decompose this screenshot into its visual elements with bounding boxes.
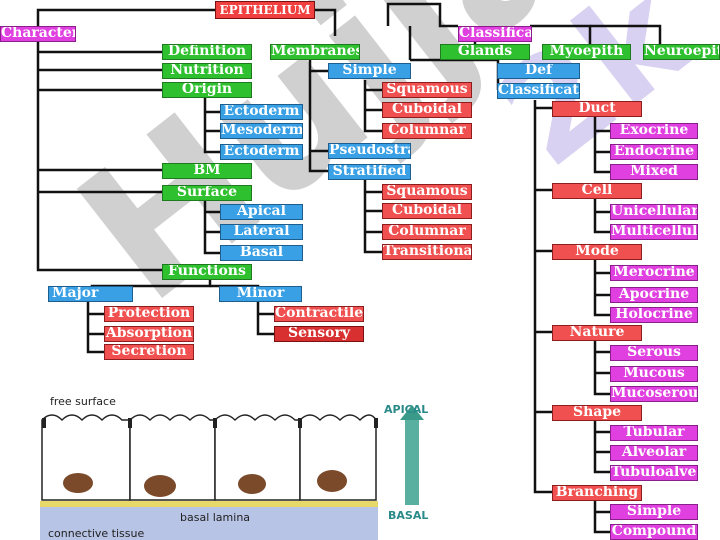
node-compound[interactable]: Compound <box>610 524 698 540</box>
node-classification[interactable]: Classificati <box>497 83 580 99</box>
node-mixed[interactable]: Mixed <box>610 164 698 180</box>
node-bm[interactable]: BM <box>162 163 252 179</box>
node-nature[interactable]: Nature <box>552 325 642 341</box>
node-ectoderm-2[interactable]: Ectoderm <box>220 144 303 160</box>
node-endocrine[interactable]: Endocrine <box>610 144 698 160</box>
node-cuboidal-1[interactable]: Cuboidal <box>382 102 472 118</box>
node-squamous-2[interactable]: Squamous <box>382 184 472 200</box>
node-functions[interactable]: Functions <box>162 264 252 280</box>
node-def[interactable]: Def <box>497 63 580 79</box>
node-multicellular[interactable]: Multicellula <box>610 224 698 240</box>
node-transitional[interactable]: Transitiona <box>382 244 472 260</box>
node-membranes[interactable]: Membranes <box>270 44 360 60</box>
label-free-surface: free surface <box>50 395 116 408</box>
node-glands[interactable]: Glands <box>440 44 530 60</box>
node-apical[interactable]: Apical <box>220 204 303 220</box>
node-serous[interactable]: Serous <box>610 345 698 361</box>
node-secretion[interactable]: Secretion <box>104 344 194 360</box>
node-alveolar[interactable]: Alveolar <box>610 445 698 461</box>
node-myoepith[interactable]: Myoepith <box>542 44 631 60</box>
node-shape[interactable]: Shape <box>552 405 642 421</box>
node-cuboidal-2[interactable]: Cuboidal <box>382 203 472 219</box>
node-mucous[interactable]: Mucous <box>610 366 698 382</box>
node-origin[interactable]: Origin <box>162 82 252 98</box>
label-basal-arrow: BASAL <box>388 509 429 522</box>
node-major[interactable]: Major <box>48 286 133 302</box>
node-surface[interactable]: Surface <box>162 185 252 201</box>
node-contractile[interactable]: Contractile <box>274 306 364 322</box>
node-definition[interactable]: Definition <box>162 44 252 60</box>
node-characteristics[interactable]: Characteri <box>0 26 76 42</box>
node-merocrine[interactable]: Merocrine <box>610 265 698 281</box>
node-branching[interactable]: Branching <box>552 485 642 501</box>
node-ectoderm-1[interactable]: Ectoderm <box>220 104 303 120</box>
node-apocrine[interactable]: Apocrine <box>610 287 698 303</box>
node-protection[interactable]: Protection <box>104 306 194 322</box>
node-holocrine[interactable]: Holocrine <box>610 307 698 323</box>
node-absorption[interactable]: Absorption <box>104 326 194 342</box>
node-mode[interactable]: Mode <box>552 244 642 260</box>
node-duct[interactable]: Duct <box>552 101 642 117</box>
root-node[interactable]: EPITHELIUM <box>215 1 315 19</box>
node-mucoserous[interactable]: Mucoserous <box>610 386 698 402</box>
node-cell[interactable]: Cell <box>552 183 642 199</box>
node-columnar-1[interactable]: Columnar <box>382 123 472 139</box>
node-simple-2[interactable]: Simple <box>610 504 698 520</box>
epithelium-illustration <box>40 405 424 540</box>
node-basal[interactable]: Basal <box>220 245 303 261</box>
node-tubuloalveolar[interactable]: Tubuloalveo <box>610 465 698 481</box>
node-lateral[interactable]: Lateral <box>220 224 303 240</box>
node-minor[interactable]: Minor <box>219 286 302 302</box>
label-connective-tissue: connective tissue <box>48 527 145 540</box>
node-unicellular[interactable]: Unicellular <box>610 204 698 220</box>
node-neuroepith[interactable]: Neuroepit <box>643 44 720 60</box>
node-pseudostratified[interactable]: Pseudostra <box>328 143 411 159</box>
node-mesoderm[interactable]: Mesoderm <box>220 123 303 139</box>
label-apical: APICAL <box>384 403 429 416</box>
node-nutrition[interactable]: Nutrition <box>162 63 252 79</box>
node-classification-top[interactable]: Classifica <box>458 26 532 42</box>
node-stratified[interactable]: Stratified <box>328 164 411 180</box>
node-tubular[interactable]: Tubular <box>610 425 698 441</box>
node-columnar-2[interactable]: Columnar <box>382 224 472 240</box>
label-basal-lamina: basal lamina <box>180 511 251 524</box>
node-squamous-1[interactable]: Squamous <box>382 82 472 98</box>
node-simple[interactable]: Simple <box>328 63 411 79</box>
node-sensory[interactable]: Sensory <box>274 326 364 342</box>
node-exocrine[interactable]: Exocrine <box>610 123 698 139</box>
